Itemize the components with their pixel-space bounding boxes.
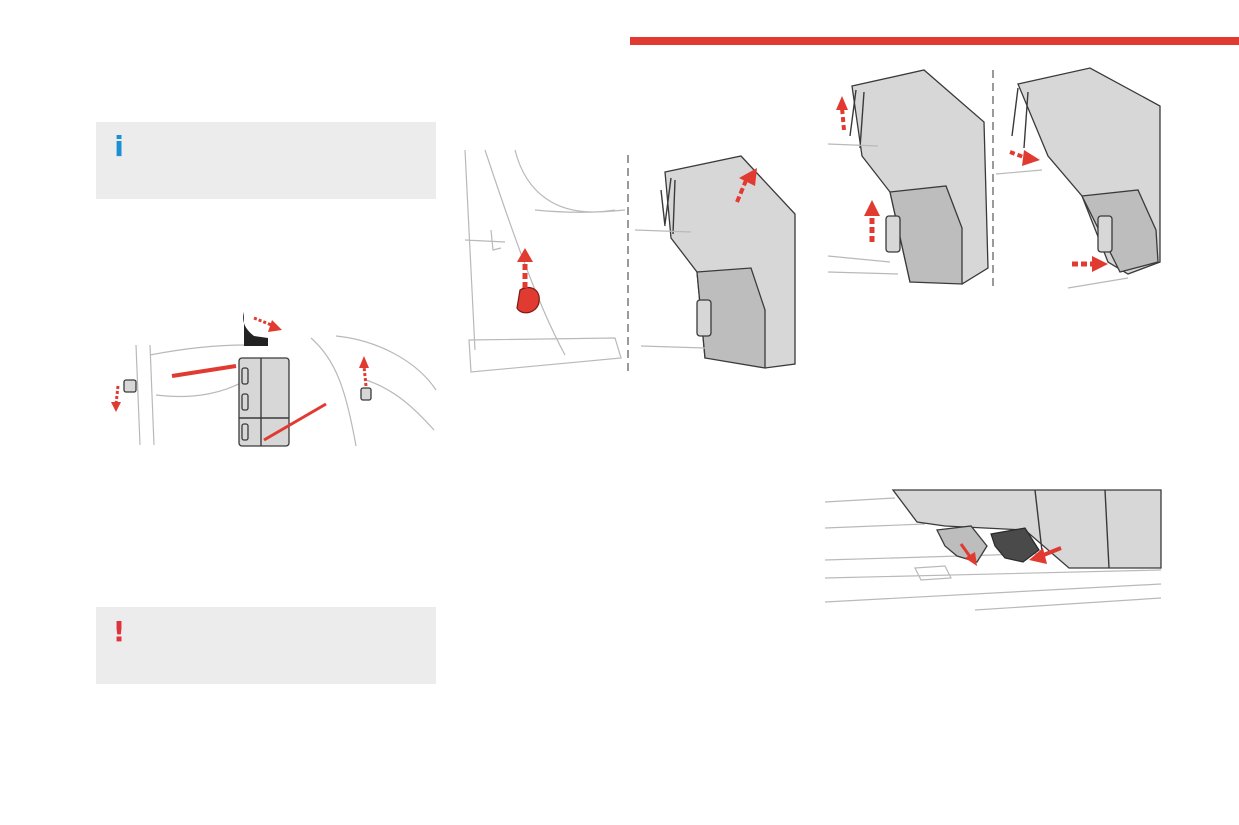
info-note-box: i: [96, 122, 436, 199]
bench-removal-illustration: [827, 67, 1161, 290]
exclamation-icon: !: [112, 615, 126, 648]
release-knob-icon: [123, 379, 137, 393]
seat-controls-illustration: [111, 312, 437, 447]
warning-note-box: !: [96, 607, 436, 684]
strap-buckle-icon: [360, 387, 372, 401]
info-icon: i: [114, 130, 124, 163]
section-header-rule: [630, 37, 1239, 45]
floor-anchor-illustration: [824, 489, 1162, 611]
seat-icon: [243, 312, 268, 346]
rear-bench-tilt-illustration: [464, 149, 796, 375]
release-lever-icon: [516, 287, 540, 314]
